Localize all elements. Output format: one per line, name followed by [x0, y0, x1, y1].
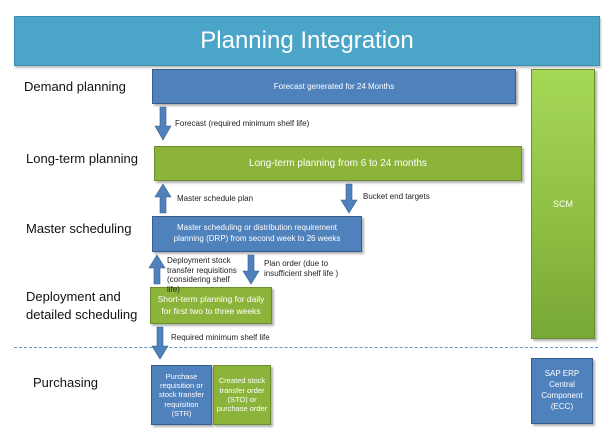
- note-master-schedule-plan: Master schedule plan: [177, 194, 254, 203]
- note-bucket-end-targets: Bucket end targets: [363, 192, 430, 201]
- short-term-planning-box: Short-term planning for daily for first …: [150, 287, 272, 324]
- sap-ecc-box: SAP ERP Central Component (ECC): [531, 358, 593, 424]
- note-required-shelf-life: Required minimum shelf life: [171, 333, 270, 342]
- arrow-master-schedule-up: [154, 183, 172, 214]
- note-plan-order: Plan order (due to insufficient shelf li…: [264, 259, 339, 278]
- stage-master-scheduling: Master scheduling: [26, 221, 132, 236]
- note-deployment-requisitions: Deployment stock transfer requisitions (…: [167, 256, 237, 294]
- arrow-required-down: [151, 326, 169, 360]
- arrow-plan-order-down: [242, 254, 260, 285]
- arrow-forecast-down: [154, 106, 172, 141]
- note-forecast: Forecast (required minimum shelf life): [175, 119, 310, 128]
- long-term-planning-box: Long-term planning from 6 to 24 months: [154, 146, 522, 181]
- arrow-deployment-up: [148, 254, 166, 285]
- created-sto-box: Created stock transfer order (STO) or pu…: [213, 365, 271, 425]
- stage-purchasing: Purchasing: [33, 375, 99, 390]
- stage-deployment-scheduling: Deployment and detailed scheduling: [26, 289, 138, 322]
- forecast-box: Forecast generated for 24 Months: [152, 69, 516, 104]
- section-divider: [14, 347, 598, 348]
- page-title: Planning Integration: [14, 16, 600, 66]
- scm-box: SCM: [531, 69, 595, 339]
- purchase-requisition-box: Purchase requisition or stock transfer r…: [151, 365, 212, 425]
- master-scheduling-box: Master scheduling or distribution requir…: [152, 216, 362, 252]
- arrow-bucket-down: [340, 183, 358, 214]
- stage-long-term-planning: Long-term planning: [26, 151, 139, 166]
- stage-demand-planning: Demand planning: [24, 79, 126, 94]
